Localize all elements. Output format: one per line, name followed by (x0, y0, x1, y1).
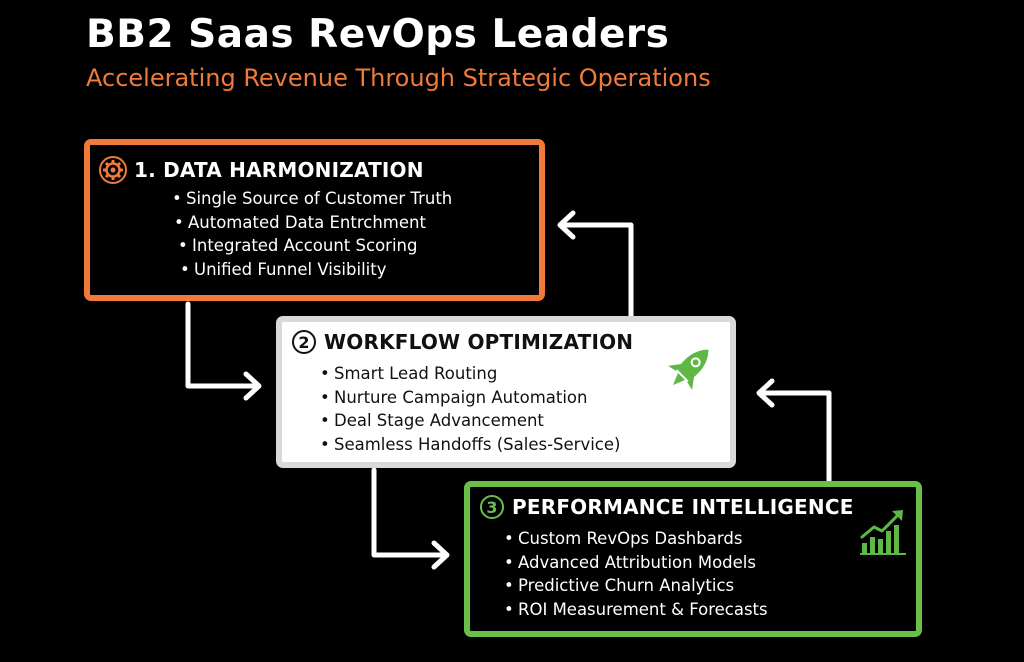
arrow-card2-to-card1 (557, 210, 634, 319)
card-workflow-optimization: 2 WORKFLOW OPTIMIZATION Smart Lead Routi… (276, 316, 736, 468)
card-bullet-list: Smart Lead Routing Nurture Campaign Auto… (320, 362, 620, 456)
card-header: 1. DATA HARMONIZATION (98, 155, 424, 185)
page-title: BB2 Saas RevOps Leaders (86, 12, 670, 57)
card-header: 2 WORKFLOW OPTIMIZATION (292, 330, 633, 354)
card-performance-intelligence: 3 PERFORMANCE INTELLIGENCE Custom RevOps… (464, 481, 922, 637)
arrow-card3-to-card2 (756, 378, 832, 484)
arrow-card1-to-card2 (185, 301, 262, 401)
list-item: Custom RevOps Dashbards (504, 527, 768, 551)
card-data-harmonization: 1. DATA HARMONIZATION Single Source of C… (84, 139, 545, 301)
list-item: Unified Funnel Visibility (172, 258, 452, 282)
list-item: ROI Measurement & Forecasts (504, 598, 768, 622)
arrow-card2-to-card3 (371, 467, 450, 570)
card-bullet-list: Single Source of Customer Truth Automate… (172, 187, 452, 281)
card-title: 1. DATA HARMONIZATION (134, 158, 424, 182)
list-item: Integrated Account Scoring (172, 234, 452, 258)
list-item: Automated Data Entrchment (172, 211, 452, 235)
list-item: Nurture Campaign Automation (320, 386, 620, 410)
list-item: Advanced Attribution Models (504, 551, 768, 575)
card-title: WORKFLOW OPTIMIZATION (324, 330, 634, 354)
step-number-badge: 3 (480, 495, 504, 519)
growth-chart-icon (860, 510, 906, 555)
page-subtitle: Accelerating Revenue Through Strategic O… (86, 64, 711, 92)
list-item: Predictive Churn Analytics (504, 574, 768, 598)
list-item: Deal Stage Advancement (320, 409, 620, 433)
card-header: 3 PERFORMANCE INTELLIGENCE (480, 495, 854, 519)
card-bullet-list: Custom RevOps Dashbards Advanced Attribu… (504, 527, 768, 621)
gear-icon (99, 156, 127, 184)
list-item: Smart Lead Routing (320, 362, 620, 386)
card-title: PERFORMANCE INTELLIGENCE (512, 495, 854, 519)
list-item: Seamless Handoffs (Sales-Service) (320, 433, 620, 457)
rocket-icon (668, 349, 709, 390)
step-number-badge: 2 (292, 330, 316, 354)
list-item: Single Source of Customer Truth (172, 187, 452, 211)
